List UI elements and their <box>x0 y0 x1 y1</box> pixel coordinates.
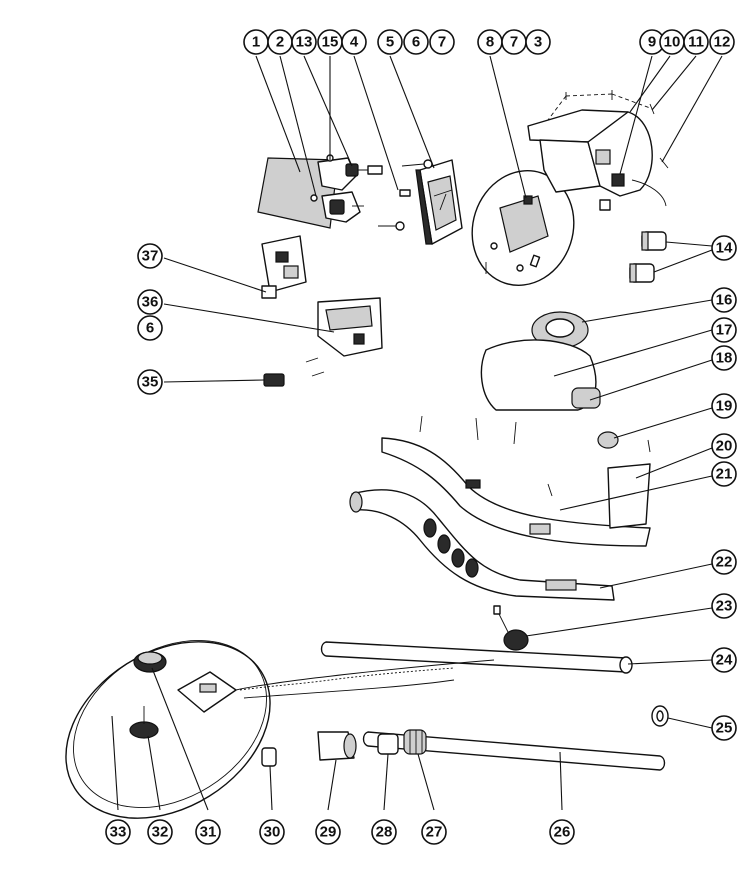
lower-handle-part <box>349 489 615 601</box>
svg-text:14: 14 <box>716 240 733 257</box>
battery-holder-part <box>305 297 383 377</box>
callout-36: 36 <box>137 289 163 315</box>
svg-text:37: 37 <box>142 248 159 265</box>
callout-33: 33 <box>105 819 131 845</box>
svg-text:1: 1 <box>252 34 260 51</box>
svg-text:7: 7 <box>438 34 446 51</box>
callout-18: 18 <box>711 345 737 371</box>
control-housing-part <box>527 90 669 211</box>
svg-text:3: 3 <box>534 34 542 51</box>
callout-4: 4 <box>341 29 367 55</box>
svg-text:5: 5 <box>386 34 394 51</box>
svg-text:6: 6 <box>146 320 154 337</box>
washer-part <box>651 705 669 727</box>
armrest-part <box>419 311 619 449</box>
svg-text:25: 25 <box>716 720 733 737</box>
callout-14: 14 <box>711 235 737 261</box>
callout-15: 15 <box>317 29 343 55</box>
callout-2: 2 <box>267 29 293 55</box>
callout-16: 16 <box>711 287 737 313</box>
callout-19: 19 <box>711 393 737 419</box>
callout-7b: 7 <box>501 29 527 55</box>
svg-text:6: 6 <box>412 34 420 51</box>
svg-text:2: 2 <box>276 34 284 51</box>
svg-text:18: 18 <box>716 350 733 367</box>
svg-text:9: 9 <box>648 34 656 51</box>
callout-11: 11 <box>683 29 709 55</box>
meter-part <box>378 159 463 245</box>
callout-21: 21 <box>711 461 737 487</box>
upper-handle-part <box>381 437 651 547</box>
svg-text:29: 29 <box>320 824 337 841</box>
small-hardware-part <box>261 729 427 767</box>
callout-5: 5 <box>377 29 403 55</box>
svg-text:7: 7 <box>510 34 518 51</box>
leader-lines <box>111 55 723 811</box>
faceplate-part <box>471 170 575 286</box>
svg-text:8: 8 <box>486 34 494 51</box>
svg-text:26: 26 <box>554 824 571 841</box>
circuit-board-part <box>257 154 383 229</box>
svg-text:19: 19 <box>716 398 733 415</box>
callout-17: 17 <box>711 317 737 343</box>
search-coil-part <box>65 640 495 819</box>
svg-text:22: 22 <box>716 554 733 571</box>
callout-12: 12 <box>709 29 735 55</box>
callout-13: 13 <box>291 29 317 55</box>
svg-text:32: 32 <box>152 824 169 841</box>
battery-caps-part <box>629 231 667 283</box>
callout-20: 20 <box>711 433 737 459</box>
svg-text:20: 20 <box>716 438 733 455</box>
callout-6b: 6 <box>137 315 163 341</box>
callout-23: 23 <box>711 593 737 619</box>
small-block-part <box>263 373 285 387</box>
svg-text:35: 35 <box>142 374 159 391</box>
svg-text:16: 16 <box>716 292 733 309</box>
svg-text:30: 30 <box>264 824 281 841</box>
callout-7: 7 <box>429 29 455 55</box>
shafts-part <box>320 641 666 771</box>
svg-text:23: 23 <box>716 598 733 615</box>
lock-knob-part <box>493 605 529 651</box>
svg-text:13: 13 <box>296 34 313 51</box>
callout-28: 28 <box>371 819 397 845</box>
svg-text:28: 28 <box>376 824 393 841</box>
callout-37: 37 <box>137 243 163 269</box>
callout-27: 27 <box>421 819 447 845</box>
callout-10: 10 <box>659 29 685 55</box>
callout-3: 3 <box>525 29 551 55</box>
callout-29: 29 <box>315 819 341 845</box>
callout-32: 32 <box>147 819 173 845</box>
svg-text:4: 4 <box>350 34 359 51</box>
svg-text:31: 31 <box>200 824 217 841</box>
svg-text:24: 24 <box>716 652 733 669</box>
coil-cable-part <box>239 667 455 691</box>
svg-text:15: 15 <box>322 34 339 51</box>
svg-text:11: 11 <box>688 34 704 51</box>
svg-text:27: 27 <box>426 824 443 841</box>
svg-text:21: 21 <box>716 466 733 483</box>
switch-bracket-part <box>261 235 307 299</box>
svg-text:10: 10 <box>664 34 681 51</box>
callout-31: 31 <box>195 819 221 845</box>
svg-text:12: 12 <box>714 34 731 51</box>
callout-6: 6 <box>403 29 429 55</box>
callout-22: 22 <box>711 549 737 575</box>
callout-1: 1 <box>243 29 269 55</box>
callout-25: 25 <box>711 715 737 741</box>
svg-text:33: 33 <box>110 824 127 841</box>
svg-text:36: 36 <box>142 294 159 311</box>
svg-text:17: 17 <box>716 322 733 339</box>
callout-35: 35 <box>137 369 163 395</box>
callout-30: 30 <box>259 819 285 845</box>
callout-26: 26 <box>549 819 575 845</box>
callout-24: 24 <box>711 647 737 673</box>
callout-8: 8 <box>477 29 503 55</box>
